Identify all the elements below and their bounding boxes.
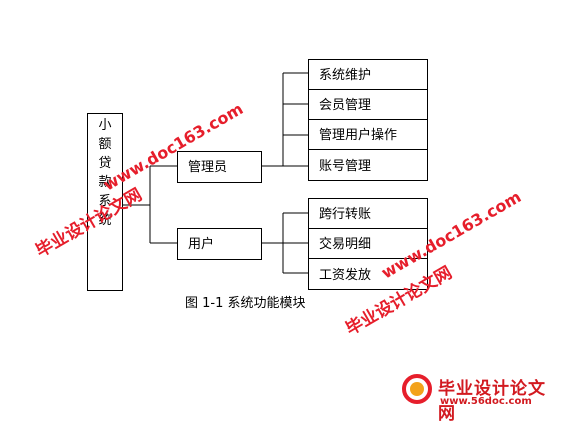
leaf-node: 账号管理 <box>308 149 428 181</box>
leaf-label: 账号管理 <box>319 159 372 174</box>
leaf-label: 会员管理 <box>319 98 372 113</box>
root-node: 小 额 贷 款 系 统 <box>87 113 123 291</box>
site-logo: 毕业设计论文网 www.56doc.com <box>398 372 560 424</box>
branch-user-node: 用户 <box>177 228 262 260</box>
logo-ring-icon <box>402 374 432 404</box>
leaf-label: 工资发放 <box>319 268 372 283</box>
logo-url: www.56doc.com <box>440 396 532 407</box>
leaf-node: 交易明细 <box>308 228 428 259</box>
leaf-node: 跨行转账 <box>308 198 428 229</box>
figure-caption: 图 1-1 系统功能模块 <box>185 296 306 311</box>
connector-lines <box>123 72 308 274</box>
leaf-node: 管理用户操作 <box>308 119 428 150</box>
branch-user-label: 用户 <box>188 237 215 252</box>
root-char: 统 <box>98 213 112 228</box>
root-char: 款 <box>98 175 112 190</box>
root-char: 额 <box>98 137 112 152</box>
root-char: 小 <box>98 118 112 133</box>
leaf-label: 管理用户操作 <box>319 128 398 143</box>
root-char: 贷 <box>98 156 112 171</box>
root-char: 系 <box>98 194 112 209</box>
leaf-label: 跨行转账 <box>319 207 372 222</box>
leaf-label: 交易明细 <box>319 237 372 252</box>
logo-dot-icon <box>410 382 424 396</box>
leaf-node: 会员管理 <box>308 89 428 120</box>
leaf-node: 工资发放 <box>308 258 428 290</box>
branch-admin-label: 管理员 <box>188 160 228 175</box>
branch-admin-node: 管理员 <box>177 151 262 183</box>
leaf-node: 系统维护 <box>308 59 428 90</box>
leaf-label: 系统维护 <box>319 68 372 83</box>
